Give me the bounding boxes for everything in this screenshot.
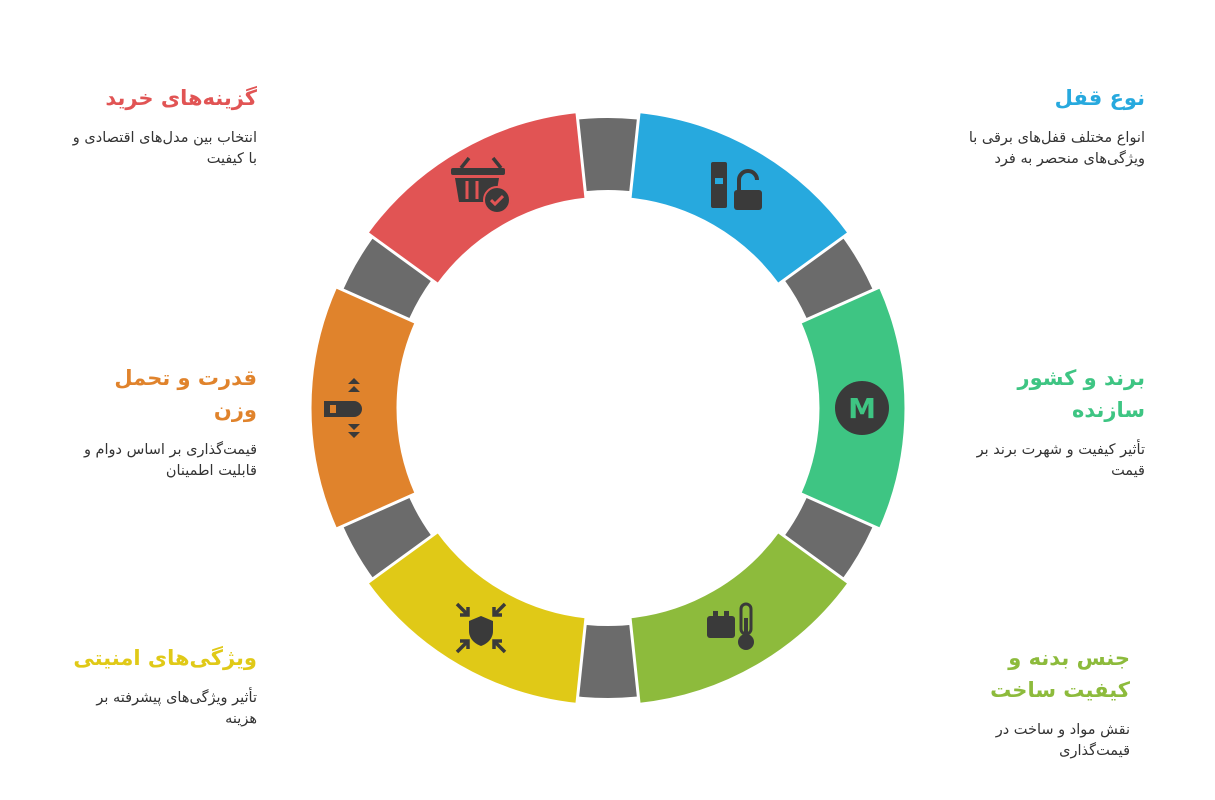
battery-thermometer-icon	[707, 602, 754, 650]
label-strength: قدرت و تحمل وزن قیمت‌گذاری بر اساس دوام …	[65, 362, 257, 482]
desc-purchase: انتخاب بین مدل‌های اقتصادی و با کیفیت	[72, 130, 257, 167]
title-security: ویژگی‌های امنیتی	[73, 646, 257, 670]
shield-arrows-icon	[455, 602, 507, 654]
label-purchase: گزینه‌های خرید انتخاب بین مدل‌های اقتصاد…	[65, 82, 257, 170]
title-material: جنس بدنه و کیفیت ساخت	[990, 646, 1130, 702]
label-security: ویژگی‌های امنیتی تأثیر ویژگی‌های پیشرفته…	[65, 642, 257, 730]
desc-brand: تأثیر کیفیت و شهرت برند بر قیمت	[976, 442, 1145, 479]
brand-m-icon: M	[835, 381, 889, 435]
desc-security: تأثیر ویژگی‌های پیشرفته بر هزینه	[96, 690, 257, 727]
title-lock-type: نوع قفل	[1054, 86, 1145, 110]
desc-lock-type: انواع مختلف قفل‌های برقی با ویژگی‌های من…	[968, 130, 1145, 167]
title-brand: برند و کشور سازنده	[1017, 366, 1145, 422]
title-strength: قدرت و تحمل وزن	[114, 366, 257, 422]
title-purchase: گزینه‌های خرید	[105, 86, 257, 110]
desc-strength: قیمت‌گذاری بر اساس دوام و قابلیت اطمینان	[83, 442, 257, 479]
basket-check-icon	[451, 156, 511, 215]
label-material: جنس بدنه و کیفیت ساخت نقش مواد و ساخت در…	[945, 642, 1130, 762]
desc-material: نقش مواد و ساخت در قیمت‌گذاری	[995, 722, 1130, 759]
label-brand: برند و کشور سازنده تأثیر کیفیت و شهرت بر…	[945, 362, 1145, 482]
svg-text:M: M	[848, 392, 876, 425]
magnet-lock-icon	[324, 378, 362, 438]
label-lock-type: نوع قفل انواع مختلف قفل‌های برقی با ویژگ…	[945, 82, 1145, 170]
tile-strength	[308, 285, 418, 531]
lock-icon	[711, 162, 762, 211]
